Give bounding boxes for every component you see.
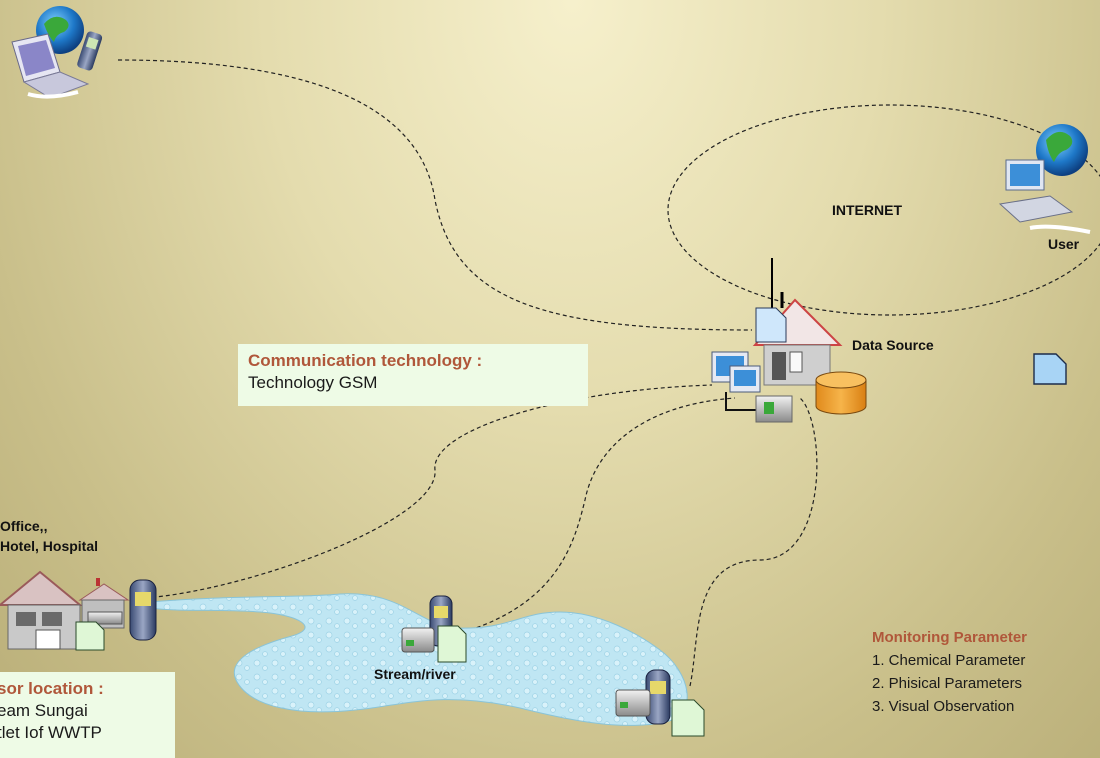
connection-sensor-to-datasource [689, 397, 818, 687]
database-icon [815, 371, 867, 415]
monitoring-item-2: 2. Phisical Parameters [872, 675, 1023, 692]
laptop-globe-icon [11, 6, 103, 99]
monitoring-item-1: 1. Chemical Parameter [872, 652, 1026, 669]
user-label: User [1048, 236, 1080, 252]
connection-laptop-to-datasource [117, 59, 753, 331]
monitoring-item-3: 3. Visual Observation [872, 698, 1015, 715]
river [149, 593, 688, 726]
building-icon [0, 570, 130, 651]
stream-label: Stream/river [374, 666, 456, 682]
monitoring-title: Monitoring Parameter [872, 629, 1028, 646]
connection-stream-to-datasource [469, 397, 736, 631]
communication-title: Communication technology : [248, 351, 483, 370]
communication-callout: Communication technology : Technology GS… [238, 344, 588, 406]
document-icon [1033, 353, 1067, 385]
connection-office-to-datasource [144, 384, 713, 599]
internet-label: INTERNET [832, 202, 902, 218]
sensor-location-line-1: eam Sungai [0, 701, 88, 720]
office-label-line1: Office,, [0, 518, 48, 534]
sensor-location-line-2: tlet Iof WWTP [0, 723, 102, 742]
sensor-location-callout: sor location : eam Sungai tlet Iof WWTP [0, 672, 175, 758]
internet-cloud [667, 104, 1100, 316]
monitoring-parameters: Monitoring Parameter 1. Chemical Paramet… [872, 626, 1100, 718]
sensor-device-icon [615, 689, 705, 737]
communication-value: Technology GSM [248, 373, 378, 392]
data-source-label: Data Source [852, 337, 934, 353]
mobile-phone-icon [129, 579, 157, 641]
sensor-location-title: sor location : [0, 679, 104, 698]
office-label-line2: Hotel, Hospital [0, 538, 99, 554]
user-computer-globe-icon [998, 124, 1091, 234]
sensor-device-icon [401, 625, 467, 663]
